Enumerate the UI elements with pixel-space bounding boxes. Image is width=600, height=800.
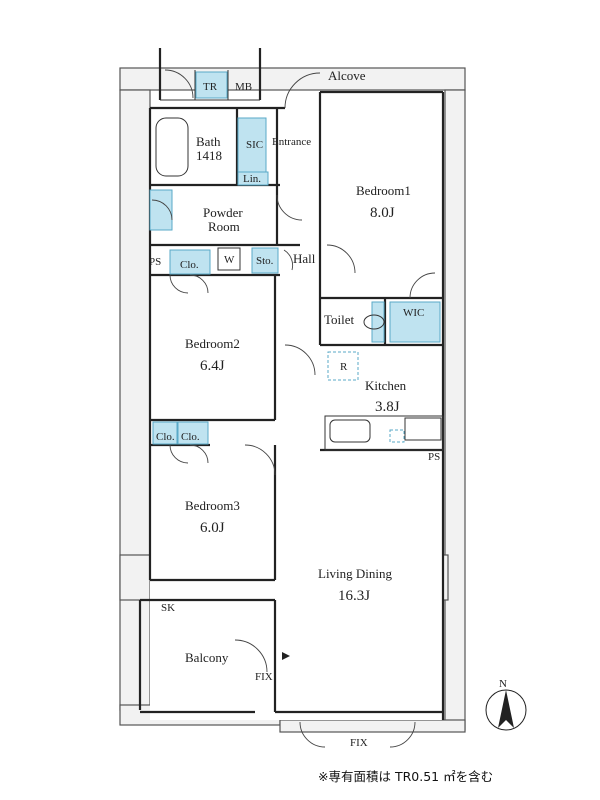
label-hall: Hall bbox=[293, 251, 316, 266]
kitchen-counter bbox=[324, 415, 444, 451]
closet-3 bbox=[177, 421, 209, 445]
closet-1 bbox=[169, 249, 211, 275]
label-toilet: Toilet bbox=[324, 312, 355, 327]
label-clo-1: Clo. bbox=[180, 259, 199, 271]
label-living-dining-size: 16.3J bbox=[338, 588, 370, 604]
label-r: R bbox=[340, 361, 348, 373]
linen-closet bbox=[237, 171, 269, 186]
label-kitchen: Kitchen bbox=[365, 378, 407, 393]
label-lin: Lin. bbox=[243, 173, 261, 185]
label-ps-2: PS bbox=[428, 451, 440, 463]
entry-arrow-icon bbox=[282, 652, 290, 660]
label-ps-1: PS bbox=[149, 256, 161, 268]
label-clo-2: Clo. bbox=[156, 431, 175, 443]
label-balcony: Balcony bbox=[185, 650, 229, 665]
label-fix-side: FIX bbox=[255, 671, 273, 683]
refrigerator-space bbox=[327, 351, 359, 381]
toilet-cabinet bbox=[371, 301, 385, 343]
trunk-room bbox=[195, 71, 228, 99]
storage bbox=[251, 247, 279, 274]
label-powder-room-2: Room bbox=[208, 219, 240, 234]
label-clo-3: Clo. bbox=[181, 431, 200, 443]
bathtub-icon bbox=[155, 117, 189, 177]
label-sk: SK bbox=[161, 602, 175, 614]
washer-space bbox=[217, 247, 241, 271]
label-living-dining: Living Dining bbox=[318, 566, 393, 581]
label-bath: Bath bbox=[196, 134, 221, 149]
label-bedroom2: Bedroom2 bbox=[185, 336, 240, 351]
dishwasher-icon bbox=[389, 429, 405, 443]
label-kitchen-size: 3.8J bbox=[375, 399, 400, 415]
label-bedroom1-size: 8.0J bbox=[370, 205, 395, 221]
label-north: N bbox=[499, 678, 507, 690]
label-bath-size: 1418 bbox=[196, 148, 222, 163]
label-bedroom2-size: 6.4J bbox=[200, 358, 225, 374]
toilet-icon bbox=[363, 314, 385, 330]
label-fix-bottom: FIX bbox=[350, 737, 368, 749]
label-wic: WIC bbox=[403, 307, 424, 319]
shoe-closet bbox=[237, 117, 267, 174]
label-alcove: Alcove bbox=[328, 68, 366, 83]
label-entrance: Entrance bbox=[272, 136, 311, 148]
kitchen-sink-icon bbox=[329, 419, 371, 443]
north-compass-icon bbox=[485, 689, 527, 731]
stove-icon bbox=[404, 417, 442, 441]
walk-in-closet bbox=[389, 301, 441, 343]
doors bbox=[151, 69, 436, 748]
label-bedroom3-size: 6.0J bbox=[200, 520, 225, 536]
label-bedroom1: Bedroom1 bbox=[356, 183, 411, 198]
interior-walls bbox=[138, 48, 445, 720]
label-mb: MB bbox=[235, 81, 252, 93]
label-powder-room: Powder bbox=[203, 205, 243, 220]
label-tr: TR bbox=[203, 81, 218, 93]
label-w: W bbox=[224, 254, 235, 266]
label-sto: Sto. bbox=[256, 255, 274, 267]
footnote: ※専有面積は TR0.51 ㎡を含む bbox=[318, 769, 494, 784]
label-sic: SIC bbox=[246, 139, 263, 151]
label-bedroom3: Bedroom3 bbox=[185, 498, 240, 513]
vanity bbox=[149, 189, 173, 231]
closet-2 bbox=[152, 421, 178, 445]
